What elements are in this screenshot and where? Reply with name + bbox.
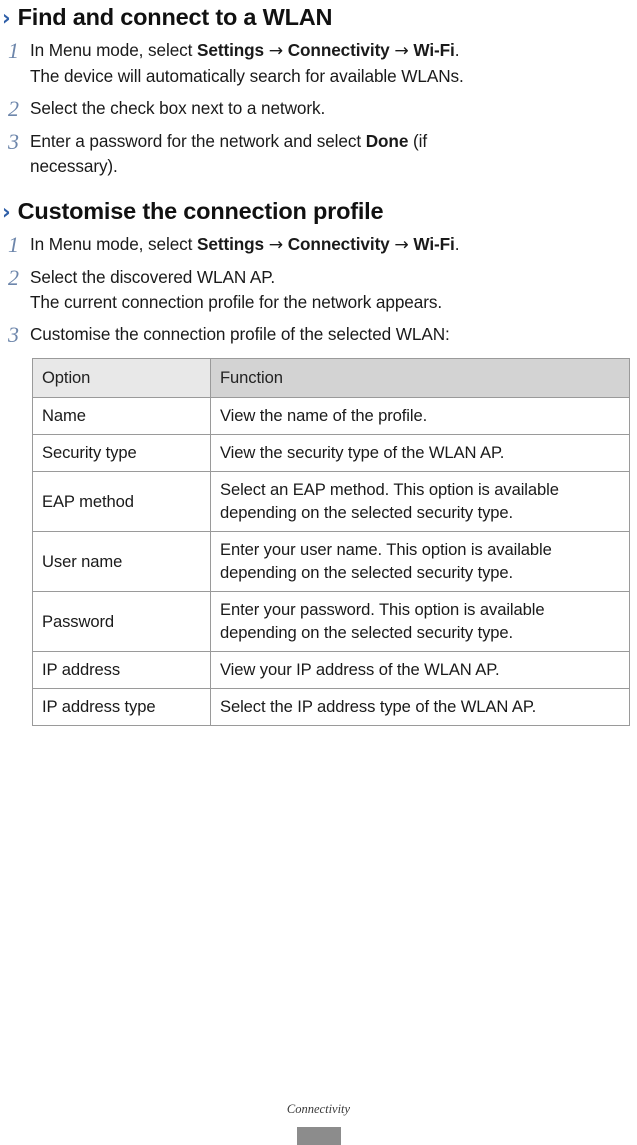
table-header-function: Function (210, 358, 630, 398)
table-cell-function: View the security type of the WLAN AP. (210, 434, 630, 472)
table-row: User name Enter your user name. This opt… (32, 531, 630, 592)
step-line: In Menu mode, select Settings → Connecti… (30, 234, 460, 255)
step-body: Select the discovered WLAN AP. The curre… (30, 265, 637, 315)
step-item: 1 In Menu mode, select Settings → Connec… (0, 232, 637, 258)
table-header-option: Option (32, 358, 211, 398)
step-number: 3 (8, 129, 19, 154)
section-heading-customise-profile: › Customise the connection profile (0, 198, 637, 225)
chevron-right-icon: › (2, 200, 11, 224)
table-row: IP address type Select the IP address ty… (32, 688, 630, 726)
table-cell-function: Enter your user name. This option is ava… (210, 531, 630, 592)
page-tab-marker (296, 1127, 341, 1145)
step-number: 1 (8, 232, 19, 257)
options-table: Option Function Name View the name of th… (32, 358, 630, 726)
table-cell-function: View your IP address of the WLAN AP. (210, 651, 630, 689)
step-line: Select the check box next to a network. (30, 98, 326, 118)
section-title: Find and connect to a WLAN (17, 4, 333, 30)
table-cell-function: Enter your password. This option is avai… (210, 591, 630, 652)
table-row: Password Enter your password. This optio… (32, 591, 630, 652)
table-cell-function: Select the IP address type of the WLAN A… (210, 688, 630, 726)
steps-list-find-wlan: 1 In Menu mode, select Settings → Connec… (0, 38, 637, 179)
table-row: Name View the name of the profile. (32, 397, 630, 435)
table-row: Security type View the security type of … (32, 434, 630, 472)
table-cell-option: EAP method (32, 471, 211, 532)
step-line: The device will automatically search for… (30, 66, 464, 86)
step-body: In Menu mode, select Settings → Connecti… (30, 38, 637, 89)
step-number: 2 (8, 265, 19, 290)
step-item: 3 Enter a password for the network and s… (0, 129, 637, 179)
table-cell-option: IP address type (32, 688, 211, 726)
section-heading-find-wlan: › Find and connect to a WLAN (0, 4, 637, 31)
step-item: 1 In Menu mode, select Settings → Connec… (0, 38, 637, 89)
section-title: Customise the connection profile (17, 198, 384, 224)
step-item: 2 Select the discovered WLAN AP. The cur… (0, 265, 637, 315)
table-header-row: Option Function (32, 358, 630, 398)
step-number: 2 (8, 96, 19, 121)
chevron-right-icon: › (2, 6, 11, 30)
step-body: In Menu mode, select Settings → Connecti… (30, 232, 637, 258)
step-line: In Menu mode, select Settings → Connecti… (30, 40, 460, 61)
table-cell-function: View the name of the profile. (210, 397, 630, 435)
table-cell-option: Security type (32, 434, 211, 472)
step-body: Customise the connection profile of the … (30, 322, 637, 347)
step-line: The current connection profile for the n… (30, 292, 443, 312)
step-line: Enter a password for the network and sel… (30, 131, 427, 151)
step-number: 3 (8, 322, 19, 347)
table-cell-function: Select an EAP method. This option is ava… (210, 471, 630, 532)
table-cell-option: User name (32, 531, 211, 592)
step-number: 1 (8, 38, 19, 63)
table-cell-option: Name (32, 397, 211, 435)
step-line: necessary). (30, 156, 118, 176)
step-line: Customise the connection profile of the … (30, 324, 450, 344)
table-cell-option: IP address (32, 651, 211, 689)
table-row: EAP method Select an EAP method. This op… (32, 471, 630, 532)
step-item: 3 Customise the connection profile of th… (0, 322, 637, 348)
step-body: Enter a password for the network and sel… (30, 129, 637, 179)
footer-label: Connectivity (286, 1102, 351, 1116)
step-item: 2 Select the check box next to a network… (0, 96, 637, 122)
table-row: IP address View your IP address of the W… (32, 651, 630, 689)
table-cell-option: Password (32, 591, 211, 652)
step-line: Select the discovered WLAN AP. (30, 267, 276, 287)
steps-list-customise-profile: 1 In Menu mode, select Settings → Connec… (0, 232, 637, 348)
step-body: Select the check box next to a network. (30, 96, 637, 121)
